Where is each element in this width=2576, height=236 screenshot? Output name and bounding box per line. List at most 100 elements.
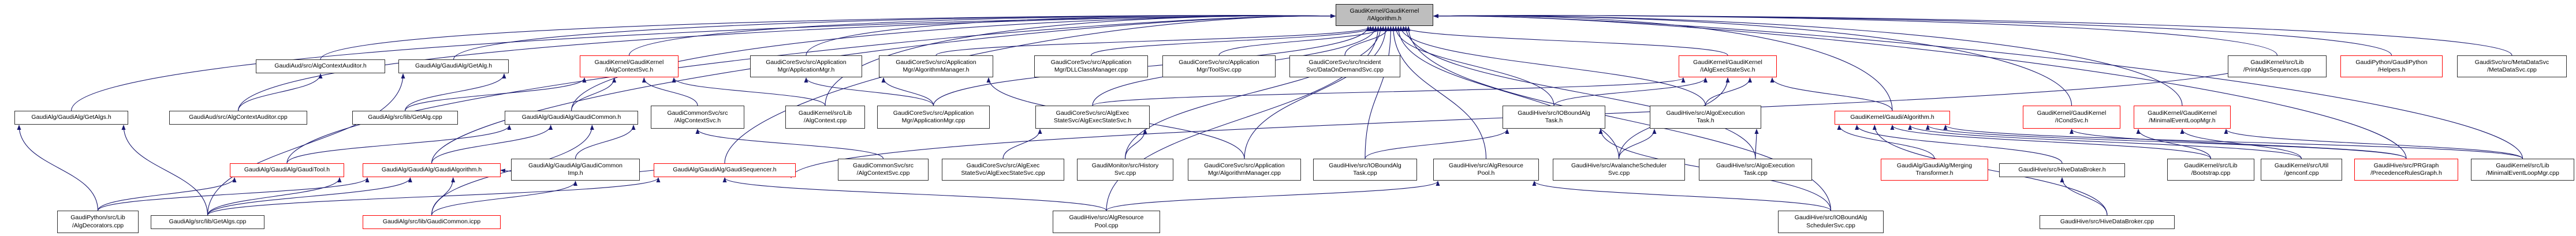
node-label-line: GaudiAlg/GaudiAlg/GaudiTool.h [244, 166, 330, 174]
node-label-line: GaudiHive/src/HiveDataBroker.cpp [2060, 218, 2154, 226]
graph-node-helpers-h[interactable]: GaudiPython/GaudiPython/Helpers.h [2340, 55, 2443, 77]
include-edge-avalanche_scheduler_svc_cpp-to-ialgorithm_h [1396, 26, 1620, 159]
node-label-line: Mgr/AlgorithmManager.h [903, 66, 970, 73]
graph-node-print-algs-sequences-cpp[interactable]: GaudiKernel/src/Lib/PrintAlgsSequences.c… [2228, 55, 2327, 77]
graph-node-minimal-event-loop-mgr-h[interactable]: GaudiKernel/GaudiKernel/MinimalEventLoop… [2134, 106, 2231, 129]
node-label-line: Mgr/ApplicationMgr.cpp [901, 117, 965, 124]
include-edge-gaudi_tool_h-to-gaudi_common_h [286, 125, 512, 164]
node-label-line: GaudiAlg/src/lib/GaudiCommon.icpp [382, 218, 481, 226]
graph-node-get-alg-h[interactable]: GaudiAlg/GaudiAlg/GetAlg.h [398, 59, 509, 73]
include-edge-gaudi_algorithm_h-to-ialgorithm_h [431, 14, 1336, 164]
node-label-line: StateSvc/AlgExecStateSvc.h [1053, 117, 1132, 124]
node-label-line: GaudiHive/src/IOBoundAlg [1329, 162, 1401, 169]
include-edge-alg_decorators_cpp-to-gaudi_algorithm_h [97, 177, 370, 211]
node-label-line: Task.cpp [1353, 170, 1377, 177]
include-edge-get_algs_cpp-to-gaudi_tool_h [207, 177, 342, 216]
graph-node-bootstrap-cpp[interactable]: GaudiKernel/src/Lib/Bootstrap.cpp [2167, 159, 2254, 181]
node-label-line: Svc.cpp [1114, 170, 1136, 177]
node-label-line: GaudiMonitor/src/History [1091, 162, 1159, 169]
include-edge-io_bound_alg_scheduler_svc_cpp-to-alg_resource_pool_h [1532, 181, 1832, 211]
graph-node-alg-context-svc-h[interactable]: GaudiCommonSvc/src/AlgContextSvc.h [651, 106, 744, 129]
include-edge-ialg_context_svc_h-to-ialgorithm_h [628, 14, 1336, 56]
node-label-line: GaudiKernel/Gaudi/Algorithm.h [1850, 114, 1934, 121]
graph-node-algorithm-h[interactable]: GaudiKernel/Gaudi/Algorithm.h [1835, 111, 1950, 125]
graph-node-genconf-cpp[interactable]: GaudiKernel/src/Util/genconf.cpp [2261, 159, 2342, 181]
include-edge-print_algs_sequences_cpp-to-ialgorithm_h [1433, 14, 2278, 56]
node-label-line: GaudiAlg/GaudiAlg/GaudiSequencer.h [673, 166, 777, 174]
node-label-line: GaudiKernel/src/Lib [2496, 162, 2549, 169]
graph-node-hive-data-broker-cpp[interactable]: GaudiHive/src/HiveDataBroker.cpp [2040, 215, 2175, 229]
include-edge-minimal_event_loop_mgr_h-to-ialgorithm_h [1433, 14, 2183, 106]
include-edge-get_alg_cpp-to-get_alg_h [404, 73, 506, 111]
include-edge-minimal_event_loop_mgr_cpp-to-minimal_event_loop_mgr_h [2224, 129, 2523, 159]
graph-node-alg-context-cpp[interactable]: GaudiKernel/src/Lib/AlgContext.cpp [785, 106, 865, 129]
graph-node-meta-data-svc-cpp[interactable]: GaudiSvc/src/MetaDataSvc/MetaDataSvc.cpp [2457, 55, 2567, 77]
node-label-line: Mgr/ToolSvc.cpp [1196, 66, 1242, 73]
include-edge-get_alg_cpp-to-ialg_context_svc_h [404, 77, 587, 111]
graph-node-get-alg-cpp[interactable]: GaudiAlg/src/lib/GetAlg.cpp [352, 111, 458, 125]
graph-node-icond-svc-h[interactable]: GaudiKernel/GaudiKernel/ICondSvc.h [2023, 106, 2120, 129]
node-label-line: GaudiKernel/GaudiKernel [2037, 109, 2107, 117]
node-label-line: GaudiHive/src/HiveDataBroker.h [2018, 166, 2106, 174]
include-edge-alg_exec_state_svc_h-to-ialg_exec_state_svc_h [1092, 77, 1686, 106]
graph-node-alg-context-auditor-h[interactable]: GaudiAud/src/AlgContextAuditor.h [256, 59, 385, 73]
include-edge-alg_exec_state_svc_cpp-to-alg_exec_state_svc_h [1002, 129, 1042, 159]
graph-node-ialg-context-svc-h[interactable]: GaudiKernel/GaudiKernel/IAlgContextSvc.h [580, 55, 679, 77]
graph-node-gaudi-common-icpp[interactable]: GaudiAlg/src/lib/GaudiCommon.icpp [363, 215, 501, 229]
include-edge-algo_execution_task_h-to-ialgorithm_h [1399, 26, 1706, 106]
include-edge-alg_resource_pool_cpp-to-alg_resource_pool_h [1106, 181, 1440, 211]
graph-node-gaudi-sequencer-h[interactable]: GaudiAlg/GaudiAlg/GaudiSequencer.h [654, 163, 796, 177]
graph-node-minimal-event-loop-mgr-cpp[interactable]: GaudiKernel/src/Lib/MinimalEventLoopMgr.… [2471, 159, 2574, 181]
graph-node-precedence-rules-graph-h[interactable]: GaudiHive/src/PRGraph/PrecedenceRulesGra… [2354, 159, 2458, 181]
node-label-line: GaudiHive/src/IOBoundAlg [1518, 109, 1590, 117]
graph-node-alg-context-auditor-cpp[interactable]: GaudiAud/src/AlgContextAuditor.cpp [169, 111, 307, 125]
include-edge-get_algs_cpp-to-gaudi_sequencer_h [207, 177, 661, 216]
include-edge-gaudi_algorithm_h-to-gaudi_common_h [431, 125, 553, 164]
include-edge-hive_data_broker_h-to-algorithm_h [1855, 125, 2063, 164]
graph-node-ialgorithm-h: GaudiKernel/GaudiKernel/IAlgorithm.h [1336, 4, 1433, 26]
graph-node-get-algs-cpp[interactable]: GaudiAlg/src/lib/GetAlgs.cpp [151, 215, 264, 229]
node-label-line: Task.cpp [1743, 170, 1768, 177]
node-label-line: GaudiAlg/GaudiAlg/GaudiAlgorithm.h [381, 166, 482, 174]
include-edge-gaudi_tool_h-to-ialgorithm_h [286, 14, 1336, 164]
graph-node-gaudi-common-h[interactable]: GaudiAlg/GaudiAlg/GaudiCommon.h [505, 111, 638, 125]
node-label-line: Svc/DataOnDemandSvc.cpp [1306, 66, 1384, 73]
node-label-line: GaudiHive/src/IOBoundAlg [1794, 214, 1867, 222]
graph-node-get-algs-h[interactable]: GaudiAlg/GaudiAlg/GetAlgs.h [14, 111, 128, 125]
node-label-line: GaudiCoreSvc/src/Application [893, 109, 974, 117]
node-label-line: /AlgContext.cpp [803, 117, 847, 124]
graph-node-ialg-exec-state-svc-h[interactable]: GaudiKernel/GaudiKernel/IAlgExecStateSvc… [1679, 55, 1777, 77]
include-edge-algo_execution_task_cpp-to-ialgorithm_h [1404, 26, 1756, 159]
node-label-line: GaudiCoreSvc/src/Application [1179, 58, 1259, 66]
include-edge-application_mgr_cpp-to-ialgorithm_h [933, 26, 1370, 106]
include-edge-alg_context_svc_cpp-to-alg_context_svc_h [695, 129, 884, 159]
node-label-line: GaudiKernel/GaudiKernel [594, 58, 664, 66]
graph-node-gaudi-algorithm-h[interactable]: GaudiAlg/GaudiAlg/GaudiAlgorithm.h [363, 163, 501, 177]
node-label-line: GaudiHive/src/AlgResource [1069, 214, 1144, 222]
graph-node-alg-context-svc-cpp[interactable]: GaudiCommonSvc/src/AlgContextSvc.cpp [838, 159, 929, 181]
graph-node-gaudi-tool-h[interactable]: GaudiAlg/GaudiAlg/GaudiTool.h [230, 163, 344, 177]
include-edge-bootstrap_cpp-to-minimal_event_loop_mgr_h [2136, 129, 2212, 159]
graph-node-hive-data-broker-h[interactable]: GaudiHive/src/HiveDataBroker.h [1999, 163, 2125, 177]
graph-node-alg-decorators-cpp[interactable]: GaudiPython/src/Lib/AlgDecorators.cpp [57, 211, 139, 233]
